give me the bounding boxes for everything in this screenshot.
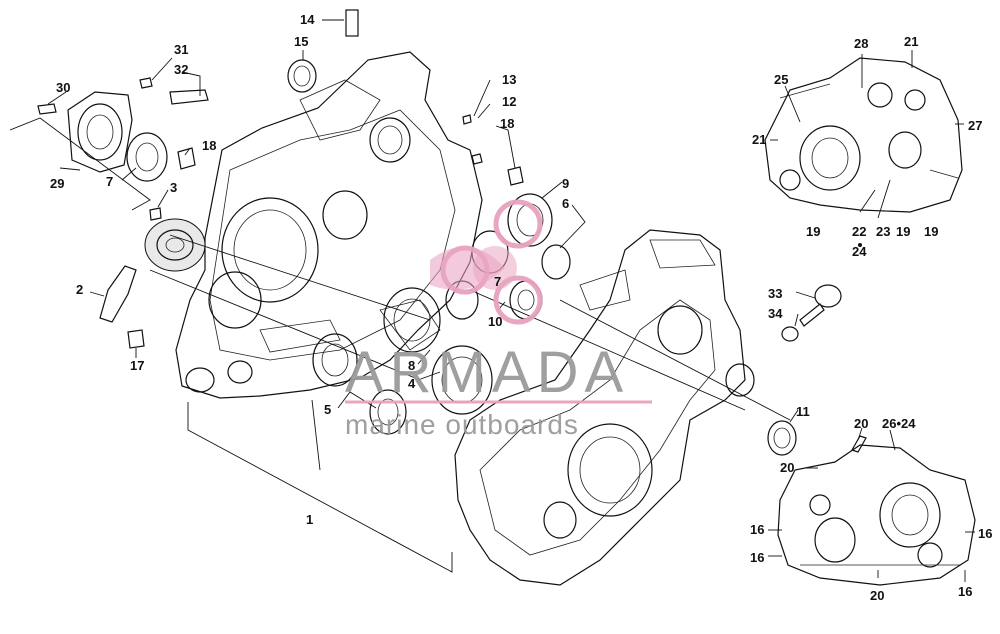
callout-16-lower-left: 16 [750, 550, 764, 565]
callout-16-right: 16 [978, 526, 992, 541]
callout-1: 1 [306, 512, 313, 527]
watermark: ARMADA marine outboards [345, 199, 652, 440]
callout-6: 6 [562, 196, 569, 211]
callout-14: 14 [300, 12, 315, 27]
dipstick-33 [799, 284, 842, 327]
pin-14 [345, 9, 359, 37]
dowel-18-left [177, 147, 196, 170]
pin-32 [169, 89, 209, 105]
callout-4: 4 [408, 376, 416, 391]
part-30-cover [37, 91, 133, 173]
callout-7-center: 7 [494, 274, 501, 289]
callout-7-left: 7 [106, 174, 113, 189]
bolt-31 [139, 77, 153, 89]
callout-30: 30 [56, 80, 70, 95]
callout-15: 15 [294, 34, 308, 49]
callout-31: 31 [174, 42, 188, 57]
callout-16-bottom-right: 16 [958, 584, 972, 599]
group-brackets [9, 117, 791, 573]
callout-5: 5 [324, 402, 331, 417]
callout-19-c: 19 [924, 224, 938, 239]
callout-9: 9 [562, 176, 569, 191]
callout-21-top: 21 [904, 34, 918, 49]
callout-2: 2 [76, 282, 83, 297]
callout-22: 22 [852, 224, 866, 239]
callout-13: 13 [502, 72, 516, 87]
filter-housing [144, 218, 206, 272]
callout-29: 29 [50, 176, 64, 191]
fitting-2 [99, 265, 137, 323]
seal-15 [287, 59, 317, 93]
callout-20-bottom: 20 [870, 588, 884, 603]
callout-26-24: 26•24 [882, 416, 916, 431]
dowel-17 [127, 329, 145, 349]
callout-34: 34 [768, 306, 783, 321]
callout-32: 32 [174, 62, 188, 77]
o-ring-34 [781, 326, 799, 342]
bolt-3 [149, 207, 162, 221]
callout-17: 17 [130, 358, 144, 373]
inset-upper-right [764, 57, 963, 213]
callout-16-upper-left: 16 [750, 522, 764, 537]
part-labels: 14 15 31 32 30 18 7 29 3 2 17 13 12 18 9… [50, 12, 992, 603]
callout-12: 12 [502, 94, 516, 109]
watermark-tagline: marine outboards [345, 409, 579, 440]
callout-11: 11 [796, 404, 810, 419]
watermark-brand: ARMADA [345, 340, 629, 405]
callout-19-b: 19 [896, 224, 910, 239]
seal-11 [767, 420, 797, 456]
callout-10: 10 [488, 314, 502, 329]
watermark-logo-mark [430, 199, 543, 325]
callout-33: 33 [768, 286, 782, 301]
callout-25: 25 [774, 72, 788, 87]
callout-8: 8 [408, 358, 415, 373]
bearing-7-left [126, 132, 168, 182]
callout-20-top: 20 [854, 416, 868, 431]
inset-lower-right [777, 435, 976, 586]
callout-19-a: 19 [806, 224, 820, 239]
callout-20-left: 20 [780, 460, 794, 475]
callout-27: 27 [968, 118, 982, 133]
callout-dot [858, 243, 862, 247]
right-crankcase-half [454, 229, 755, 586]
callout-3: 3 [170, 180, 177, 195]
callout-23: 23 [876, 224, 890, 239]
callout-24-top: 24 [852, 244, 867, 259]
callout-21-left: 21 [752, 132, 766, 147]
leader-lines [47, 19, 975, 582]
callout-18-left: 18 [202, 138, 216, 153]
callout-28: 28 [854, 36, 868, 51]
callout-18-center: 18 [500, 116, 514, 131]
